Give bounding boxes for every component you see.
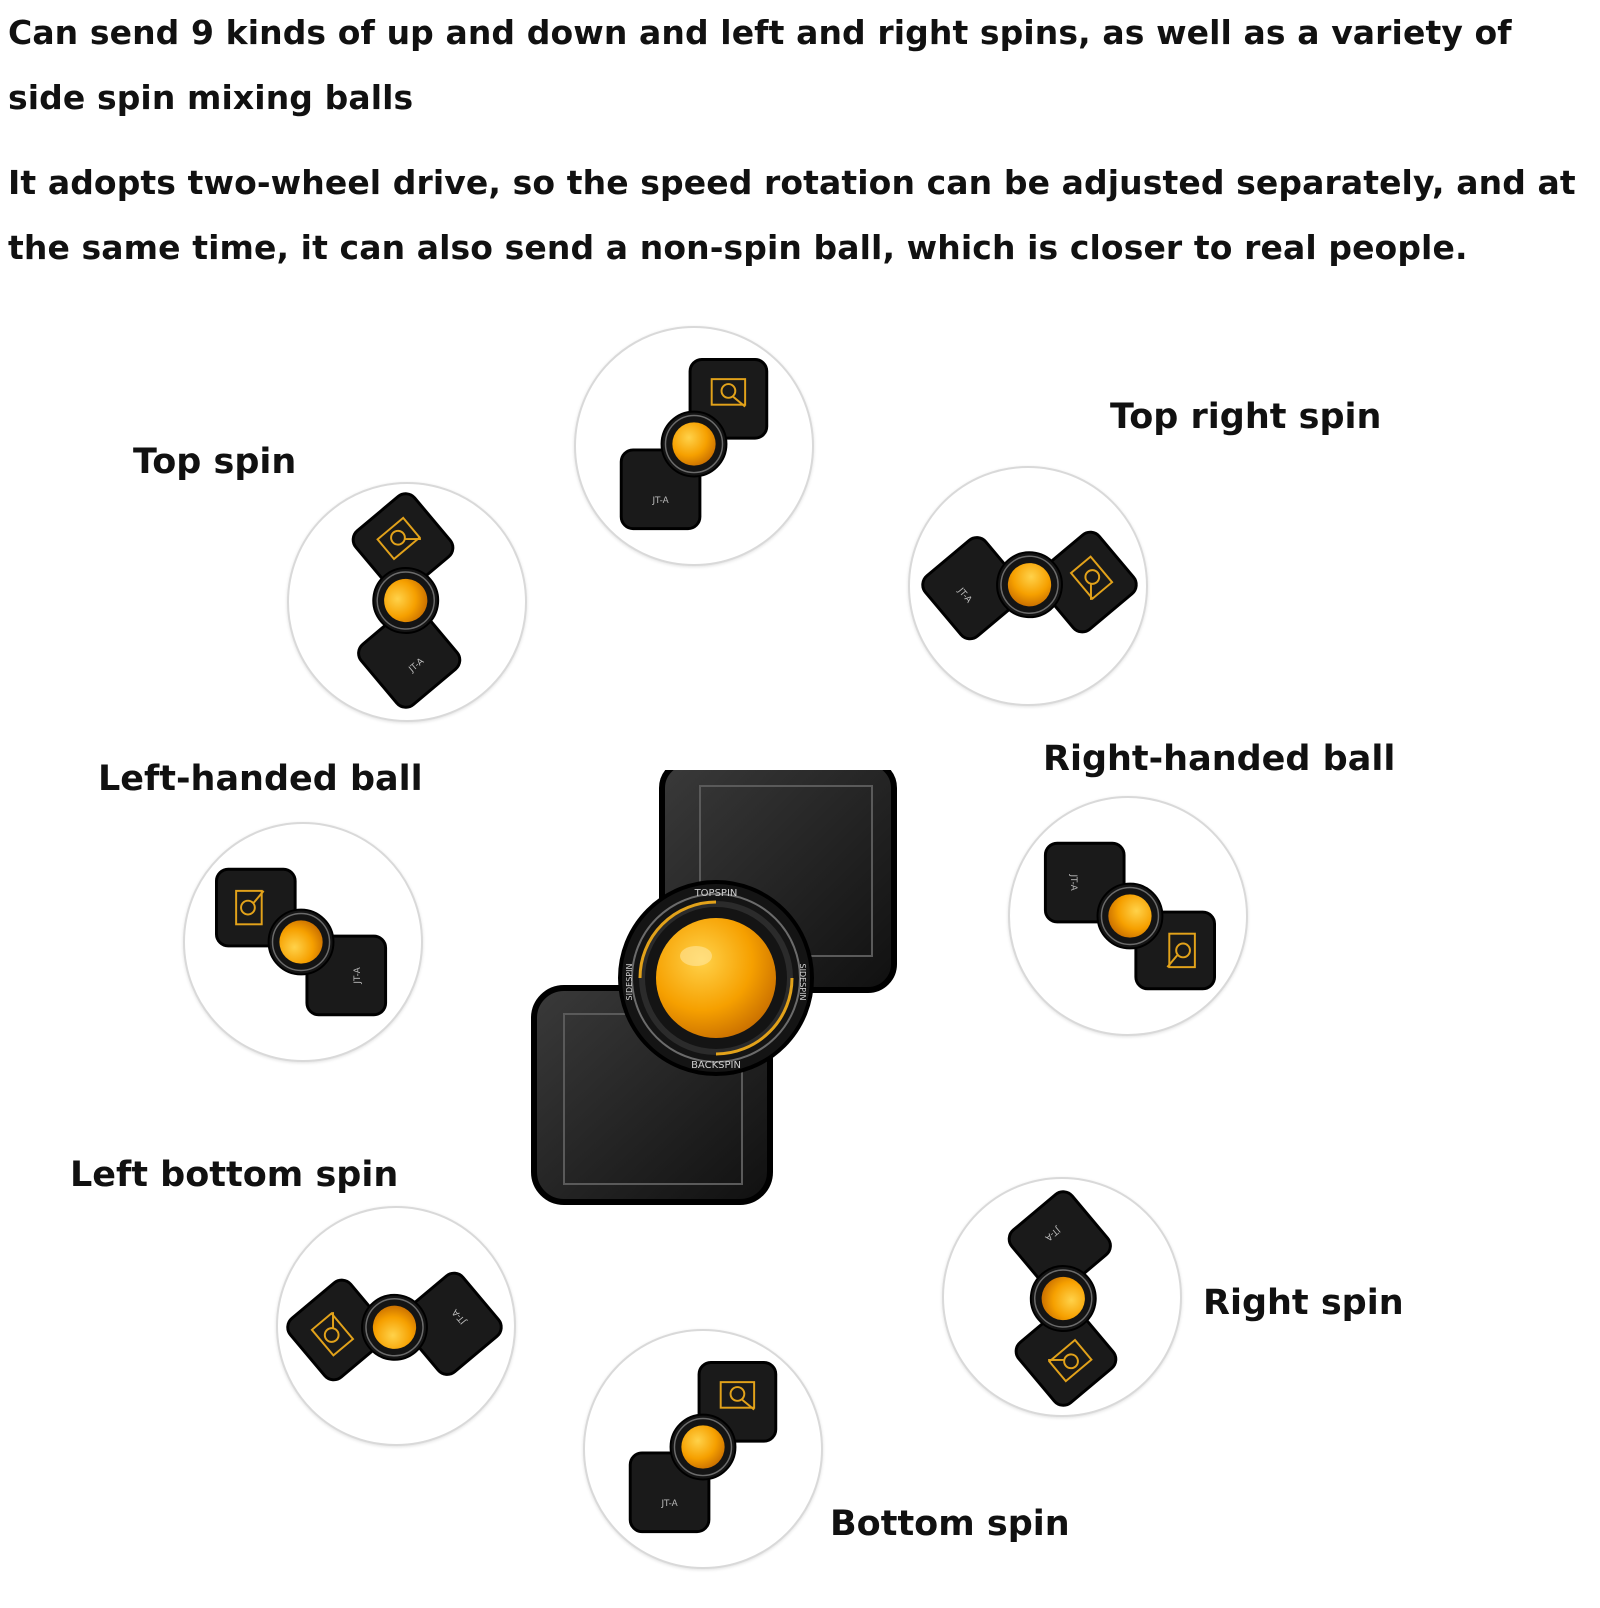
mini-lower-pad bbox=[398, 1271, 503, 1376]
mini-device: JT-A bbox=[1043, 841, 1217, 991]
mini-lower-pad bbox=[357, 604, 462, 709]
model-label: JT-A bbox=[1068, 873, 1078, 890]
label-bottom-spin: Bottom spin bbox=[830, 1504, 1070, 1544]
model-label: JT-A bbox=[651, 496, 668, 506]
center-ball bbox=[656, 918, 776, 1038]
mini-lower-pad bbox=[921, 536, 1026, 641]
intro-text-1: Can send 9 kinds of up and down and left… bbox=[8, 13, 1512, 117]
target-icon bbox=[376, 516, 422, 561]
ring-label-top: TOPSPIN bbox=[694, 888, 738, 899]
model-label: JT-A bbox=[660, 1499, 677, 1509]
target-icon bbox=[235, 889, 263, 926]
mini-device: JT-A bbox=[619, 357, 769, 531]
label-top-spin: Top spin bbox=[133, 442, 297, 482]
spin-circle-top-right: JT-A bbox=[908, 466, 1148, 706]
spin-circle-bottom-left: JT-A bbox=[276, 1206, 516, 1446]
mini-device: JT-A bbox=[286, 1271, 503, 1382]
spin-circle-top: JT-A bbox=[574, 326, 814, 566]
mini-ball bbox=[1041, 1276, 1085, 1321]
label-left-handed-ball: Left-handed ball bbox=[98, 759, 423, 799]
mini-device: JT-A bbox=[214, 867, 388, 1017]
spin-circle-left: JT-A bbox=[183, 822, 423, 1062]
target-icon bbox=[719, 1381, 756, 1409]
spin-circle-bottom: JT-A bbox=[583, 1329, 823, 1569]
model-label: JT-A bbox=[353, 967, 363, 984]
spin-circle-top-left: JT-A bbox=[287, 482, 527, 722]
ring-label-bottom: BACKSPIN bbox=[691, 1060, 741, 1071]
mini-upper-pad bbox=[1034, 530, 1138, 634]
mini-ball bbox=[372, 1305, 417, 1349]
ring-label-left: SIDESPIN bbox=[625, 964, 634, 1001]
spin-circle-right: JT-A bbox=[1008, 796, 1248, 1036]
target-icon bbox=[1047, 1338, 1093, 1383]
target-icon bbox=[710, 378, 747, 406]
label-top-right-spin: Top right spin bbox=[1110, 397, 1382, 437]
label-right-spin: Right spin bbox=[1203, 1283, 1404, 1323]
intro-text-2: It adopts two-wheel drive, so the speed … bbox=[8, 163, 1576, 267]
mini-ball bbox=[672, 422, 716, 466]
mini-device: JT-A bbox=[628, 1360, 778, 1534]
label-right-handed-ball: Right-handed ball bbox=[1043, 739, 1396, 779]
target-icon bbox=[310, 1311, 355, 1357]
mini-ball bbox=[1108, 894, 1152, 938]
spin-circle-bottom-right: JT-A bbox=[942, 1177, 1182, 1417]
mini-device: JT-A bbox=[351, 492, 462, 709]
mini-upper-pad bbox=[1014, 1303, 1118, 1407]
mini-ball bbox=[279, 920, 323, 964]
ball-machine-head: TOPSPIN BACKSPIN SIDESPIN SIDESPIN bbox=[530, 759, 930, 1250]
mini-upper-pad bbox=[286, 1278, 390, 1382]
target-icon bbox=[1168, 932, 1196, 969]
mini-ball bbox=[681, 1425, 725, 1469]
mini-ball bbox=[384, 578, 428, 623]
mini-lower-pad bbox=[1007, 1190, 1112, 1295]
mini-ball bbox=[1007, 563, 1052, 607]
target-icon bbox=[1069, 555, 1114, 601]
ring-label-right: SIDESPIN bbox=[798, 964, 807, 1001]
label-left-bottom-spin: Left bottom spin bbox=[70, 1155, 399, 1195]
mini-device: JT-A bbox=[921, 530, 1138, 641]
mini-device: JT-A bbox=[1007, 1190, 1118, 1407]
